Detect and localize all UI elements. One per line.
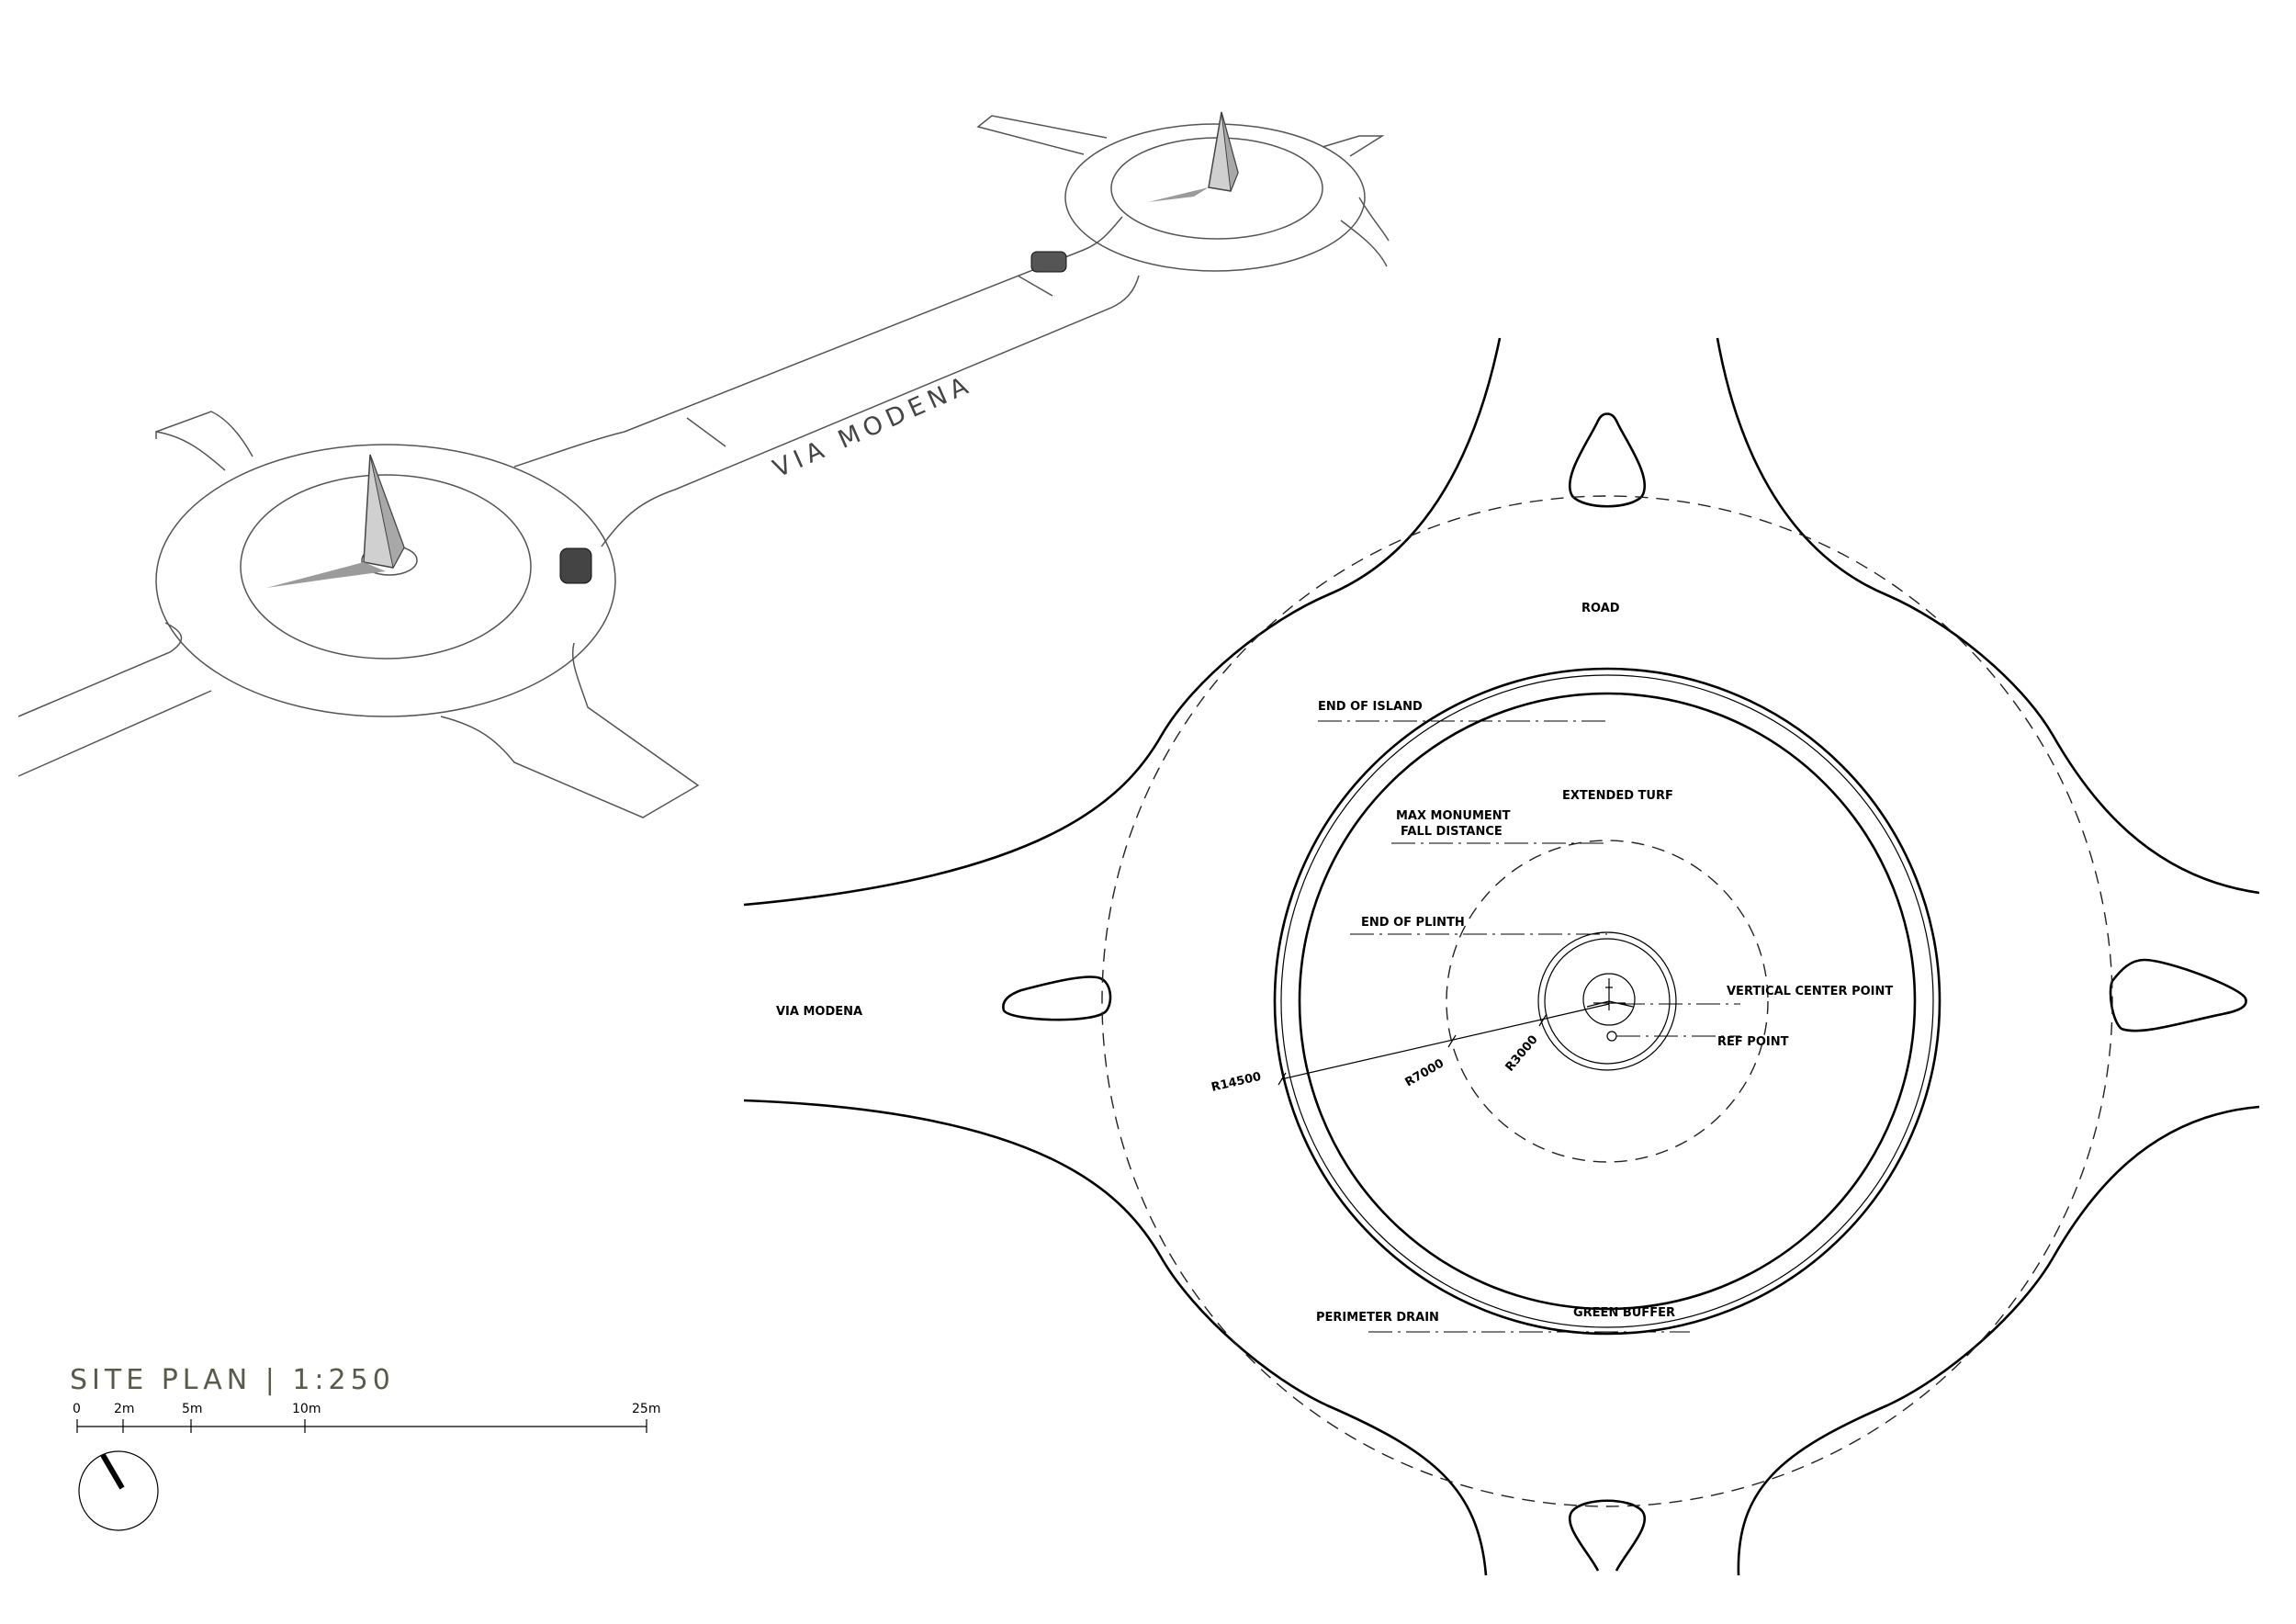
- scale-label-25m: 25m: [632, 1402, 660, 1416]
- plan-island-south: [1569, 1499, 1646, 1572]
- scale-label-2m: 2m: [114, 1402, 135, 1416]
- label-ref-point: REF POINT: [1717, 1035, 1789, 1049]
- plan-island-edge: [1273, 667, 1941, 1336]
- iso-car-1: [559, 547, 592, 584]
- plan-island-east: [2109, 958, 2247, 1032]
- scale-label-5m: 5m: [182, 1402, 203, 1416]
- iso-car-2: [1030, 251, 1067, 273]
- dimension-r3000: R3000: [1503, 1033, 1541, 1075]
- plan-monument-footprint: [1586, 978, 1634, 1010]
- iso-arm2-nw: [976, 115, 1108, 155]
- label-road: ROAD: [1581, 602, 1620, 615]
- dimension-r14500: R14500: [1210, 1070, 1263, 1095]
- plan-plinth-outer: [1537, 931, 1677, 1071]
- dimension-radius-line: [1280, 1003, 1610, 1080]
- iso-arm2-ne: [1322, 135, 1385, 157]
- iso-monument-left-face: [369, 454, 405, 570]
- iso-roundabout2-outer: [1064, 123, 1366, 272]
- label-end-of-island: END OF ISLAND: [1318, 700, 1423, 714]
- dimension-tick-r7000: [1447, 1034, 1457, 1048]
- iso-crossing-line-1: [686, 417, 726, 447]
- iso-roundabout-inner: [240, 474, 532, 660]
- scale-label-10m: 10m: [292, 1402, 321, 1416]
- iso-arm2-se: [1340, 197, 1390, 267]
- plan-ref-point-marker: [1606, 1031, 1617, 1042]
- plan-island-west: [1002, 976, 1112, 1021]
- plan-road-edge-se: [1737, 1105, 2260, 1576]
- scale-label-0: 0: [73, 1402, 81, 1416]
- label-vertical-center-point: VERTICAL CENTER POINT: [1727, 985, 1893, 998]
- label-green-buffer: GREEN BUFFER: [1573, 1306, 1675, 1320]
- title-block: SITE PLAN | 1:250 0 2m 5m 10m 25m: [70, 1364, 660, 1531]
- plan-road-edge-ne: [1716, 337, 2260, 895]
- plan-road-edge-nw: [743, 337, 1502, 907]
- label-max-monument-1: MAX MONUMENT: [1396, 809, 1511, 823]
- plan-road-centreline-circle: [1101, 495, 2113, 1507]
- iso-monument-right-face: [1221, 111, 1239, 192]
- plan-plinth-inner: [1544, 938, 1671, 1065]
- iso-roundabout-outer: [155, 444, 616, 717]
- plan-monument-ring: [1582, 973, 1636, 1026]
- iso-road-label: VIA MODENA: [769, 370, 977, 484]
- plan-view: ROAD END OF ISLAND EXTENDED TURF MAX MON…: [743, 337, 2260, 1576]
- plan-perimeter-drain: [1280, 674, 1934, 1328]
- dimension-r7000: R7000: [1403, 1056, 1447, 1089]
- iso-crossing-line-2: [1017, 275, 1053, 297]
- north-arrow-circle: [78, 1450, 159, 1531]
- iso-road-edge-upper: [513, 216, 1123, 468]
- label-perimeter-drain: PERIMETER DRAIN: [1316, 1311, 1439, 1325]
- plan-green-buffer-edge: [1298, 692, 1917, 1311]
- drawing-title: SITE PLAN | 1:250: [70, 1364, 395, 1396]
- iso-monument-right-shadow: [1148, 187, 1209, 202]
- iso-monument-left-shadow: [266, 562, 386, 588]
- isometric-view: VIA MODENA: [17, 111, 1390, 818]
- iso-arm-south: [440, 642, 700, 818]
- label-extended-turf: EXTENDED TURF: [1562, 789, 1673, 803]
- plan-road-edge-sw: [743, 1099, 1488, 1576]
- north-arrow-icon: [100, 1453, 125, 1490]
- plan-fall-distance-circle: [1446, 840, 1769, 1163]
- iso-arm-west: [17, 622, 212, 777]
- label-end-of-plinth: END OF PLINTH: [1361, 916, 1465, 930]
- dimension-tick-r14500: [1277, 1072, 1287, 1086]
- iso-arm-nw: [155, 411, 253, 471]
- plan-island-north: [1569, 412, 1646, 508]
- iso-road-edge-lower: [601, 275, 1140, 547]
- dimension-tick-r3000: [1538, 1013, 1548, 1027]
- label-via-modena: VIA MODENA: [776, 1005, 862, 1019]
- label-max-monument-2: FALL DISTANCE: [1401, 825, 1503, 839]
